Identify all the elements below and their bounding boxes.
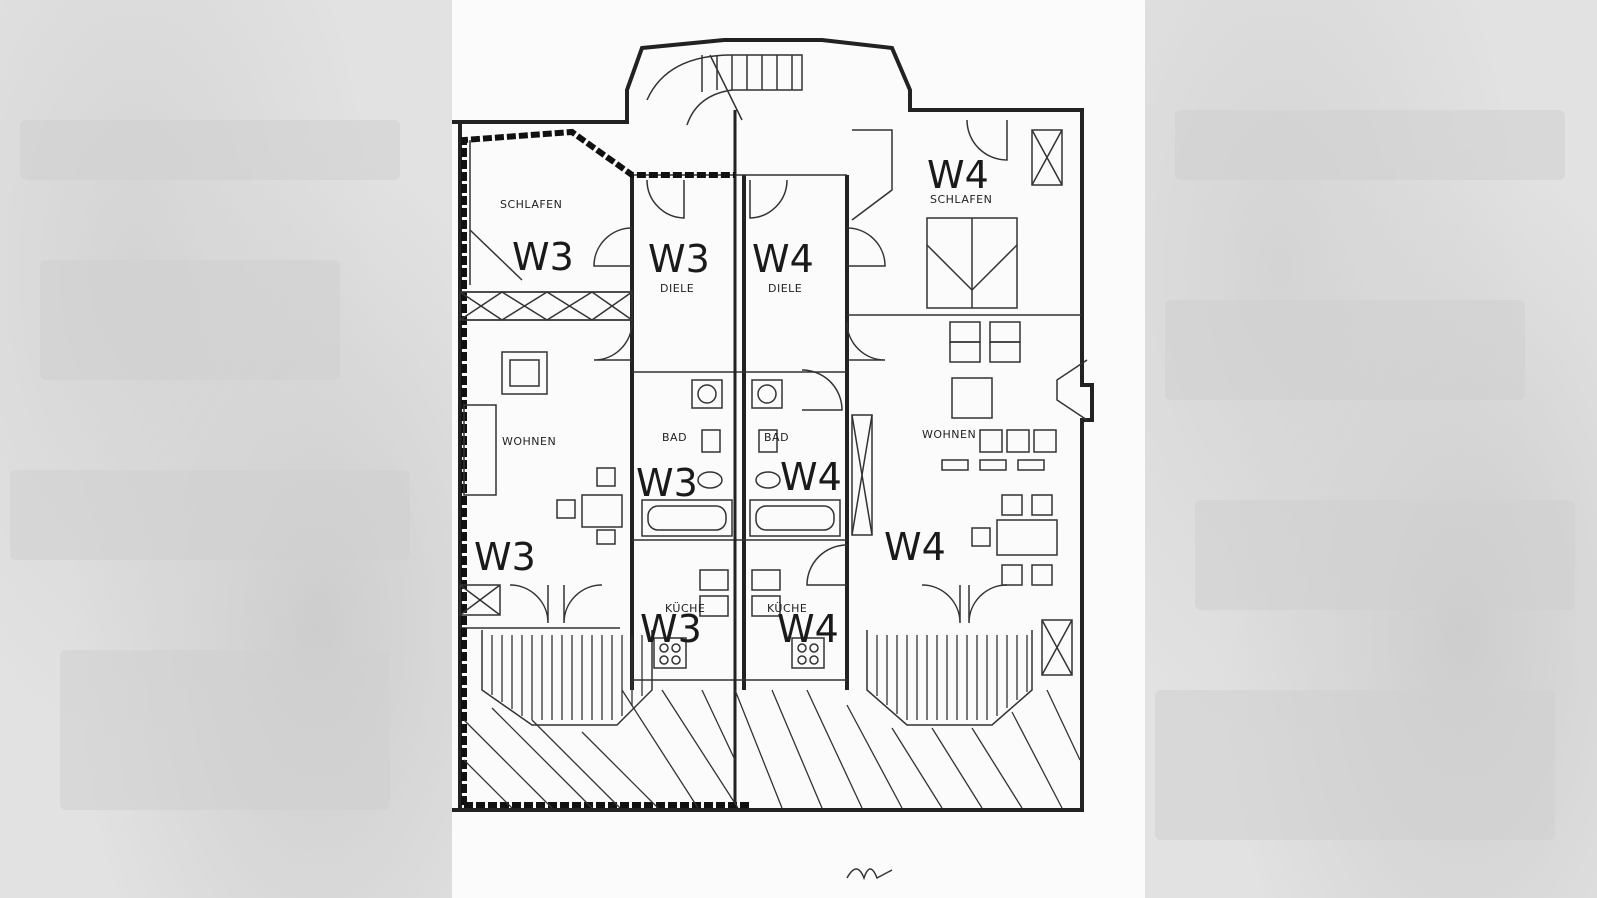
unit-label-w3-bedroom: W3 [512,235,574,279]
balcony-left [481,630,653,726]
room-label-bad-right: BAD [764,431,789,444]
unit-label-w4-bath: W4 [780,455,842,499]
blurred-background-left [0,0,452,898]
terrace-hatching [463,689,1081,809]
unit-label-w4-kitchen: W4 [777,607,839,651]
beds [469,140,1018,309]
room-label-schlafen-right: SCHLAFEN [930,193,992,206]
unit-label-w3-hall: W3 [648,237,710,281]
room-label-schlafen-left: SCHLAFEN [500,198,562,211]
room-label-wohnen-right: WOHNEN [922,428,976,441]
blurred-background-right [1145,0,1597,898]
unit-label-w4-living: W4 [884,525,946,569]
w3-boundary-marking [461,128,752,808]
unit-label-w4-bedroom: W4 [927,153,989,197]
unit-label-w4-hall: W4 [752,237,814,281]
room-label-wohnen-left: WOHNEN [502,435,556,448]
balcony-right [866,630,1033,726]
room-label-kueche-left: KÜCHE [665,602,705,615]
signature-mark [846,868,893,881]
room-label-diele-left: DIELE [660,282,694,295]
room-label-diele-right: DIELE [768,282,802,295]
bath-fixtures [641,379,841,537]
stairwell [646,54,803,126]
unit-label-w3-kitchen: W3 [640,607,702,651]
built-in-cabinets [459,129,1073,676]
floor-plan-drawing: SCHLAFEN SCHLAFEN DIELE DIELE BAD BAD WO… [452,38,1094,881]
kitchen-fixtures [653,569,825,669]
outer-walls [452,38,1094,812]
door-swings [509,119,1088,624]
unit-label-w3-living: W3 [474,535,536,579]
floor-plan-sheet: SCHLAFEN SCHLAFEN DIELE DIELE BAD BAD WO… [452,0,1145,898]
unit-label-w3-bath: W3 [636,461,698,505]
room-label-kueche-right: KÜCHE [767,602,807,615]
room-label-bad-left: BAD [662,431,687,444]
furniture [463,321,1058,586]
